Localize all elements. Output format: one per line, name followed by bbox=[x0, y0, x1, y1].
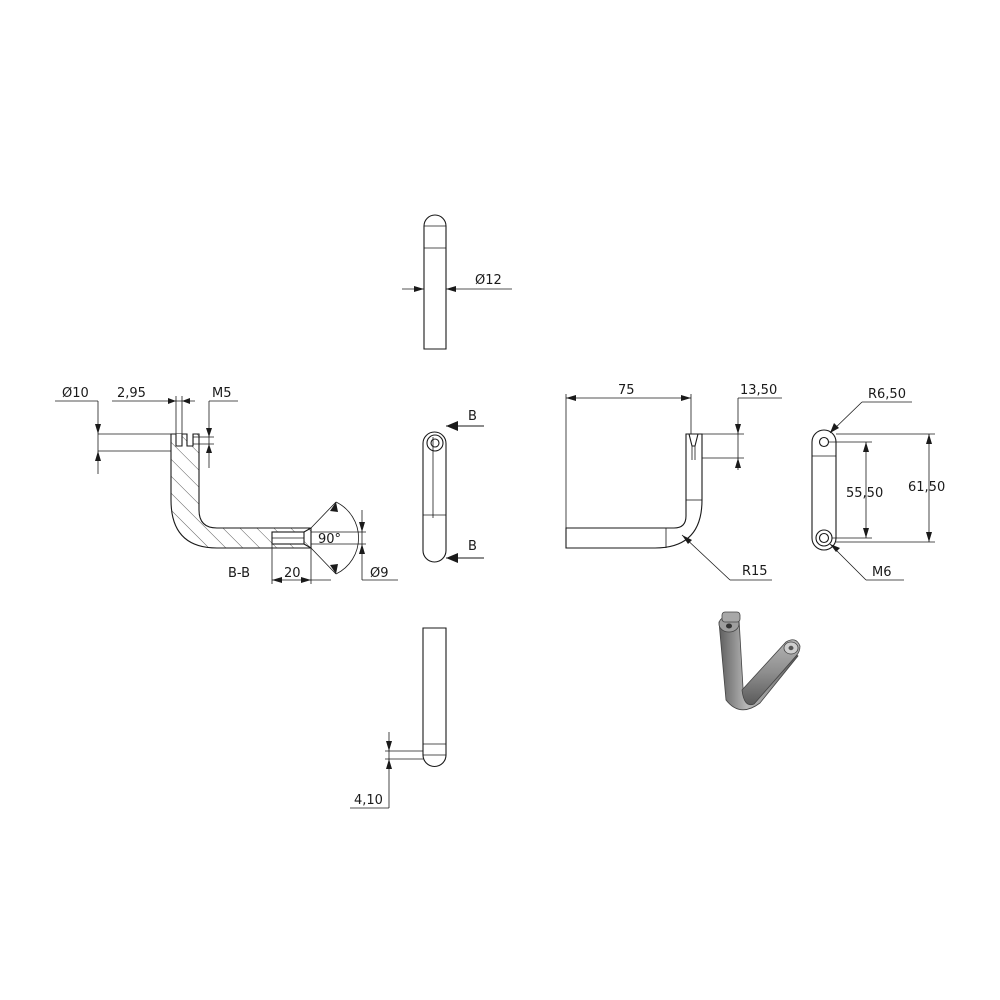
dim-bore-depth: 20 bbox=[284, 566, 301, 581]
dim-overall-height: 61,50 bbox=[908, 480, 945, 495]
dim-end-radius: R6,50 bbox=[868, 387, 906, 402]
section-b-b: Ø10 2,95 M5 20 B-B 90° bbox=[55, 386, 398, 584]
front-view: B B bbox=[422, 409, 484, 563]
dim-bore-diameter: Ø9 bbox=[370, 566, 389, 581]
dim-top-diameter: Ø12 bbox=[475, 273, 502, 288]
dim-center-distance: 55,50 bbox=[846, 486, 883, 501]
dim-bottom-offset: 4,10 bbox=[354, 793, 383, 808]
dim-thread-large: M6 bbox=[872, 565, 892, 580]
dim-section-outer-diameter: Ø10 bbox=[62, 386, 89, 401]
section-marker-top: B bbox=[468, 409, 477, 424]
dim-side-offset: 13,50 bbox=[740, 383, 777, 398]
bottom-view: 4,10 bbox=[350, 627, 447, 809]
dim-countersink-angle: 90° bbox=[318, 532, 341, 547]
dim-bend-radius: R15 bbox=[742, 564, 768, 579]
end-view: R6,50 55,50 61,50 M6 bbox=[811, 387, 945, 581]
isometric-render bbox=[718, 611, 801, 711]
section-label: B-B bbox=[228, 566, 250, 581]
section-marker-bottom: B bbox=[468, 539, 477, 554]
side-view: 75 13,50 R15 bbox=[565, 383, 782, 581]
dim-thread-small: M5 bbox=[212, 386, 232, 401]
dim-slot-width: 2,95 bbox=[117, 386, 146, 401]
top-view: Ø12 bbox=[402, 214, 512, 350]
dim-side-length: 75 bbox=[618, 383, 635, 398]
